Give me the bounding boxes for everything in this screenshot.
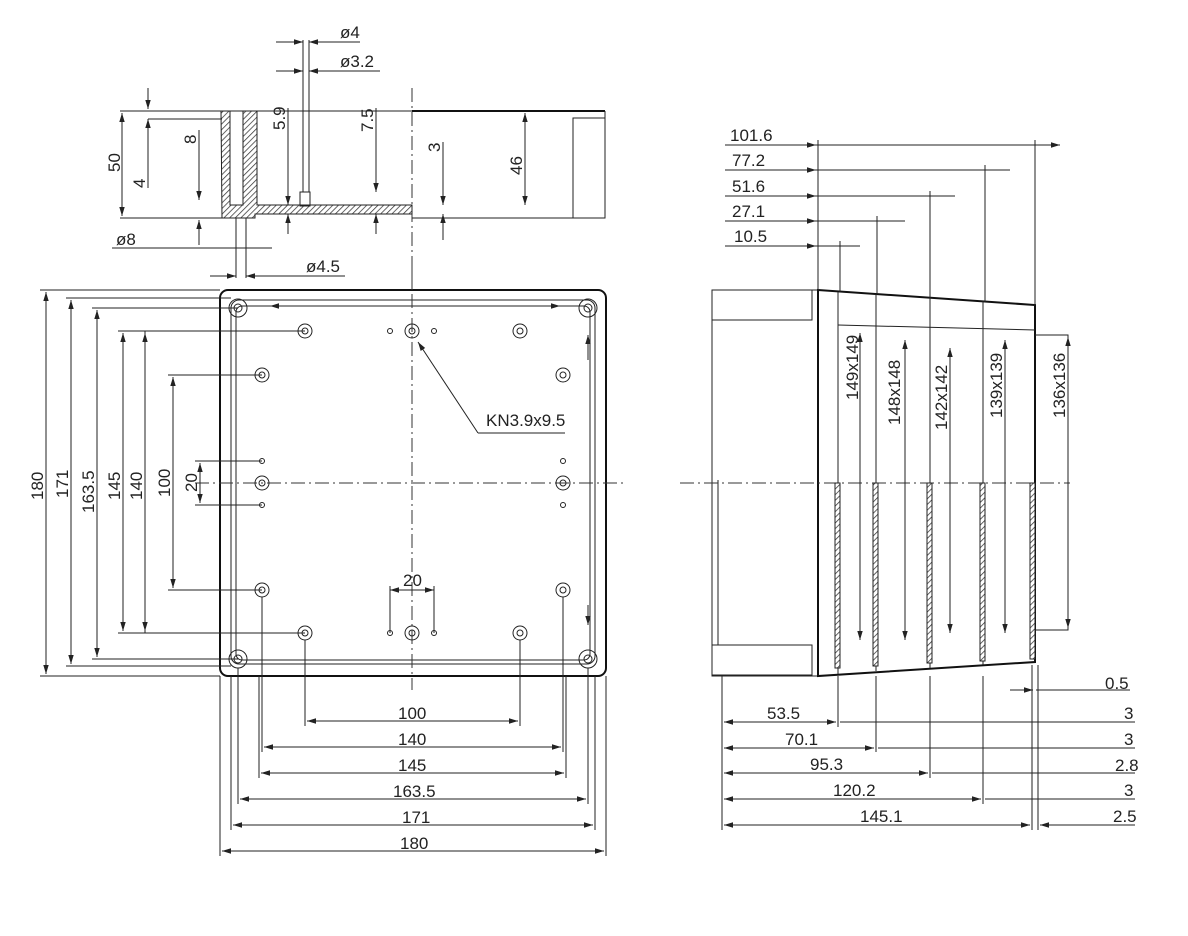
- wall-3-c: 3: [1124, 781, 1133, 800]
- dim-bore-depth: 8: [181, 135, 200, 144]
- dim-145-1: 145.1: [860, 807, 903, 826]
- dim-100-h: 100: [398, 704, 426, 723]
- size-149: 149x149: [843, 335, 862, 400]
- dim-140-v: 140: [127, 472, 146, 500]
- vertical-dims: 180 171 163.5 145 140 100 20: [28, 289, 305, 677]
- dim-163-5-v: 163.5: [79, 470, 98, 513]
- horizontal-dims: 100 140 145 163.5 171 180: [219, 597, 607, 856]
- dim-lid-step: 4: [130, 179, 149, 188]
- dim-counterbore: ø8: [116, 230, 136, 249]
- inner-size-dims: 149x149 148x148 142x142 139x139 136x136: [843, 333, 1071, 640]
- size-136: 136x136: [1050, 353, 1069, 418]
- dim-27-1: 27.1: [732, 202, 765, 221]
- dim-180-h: 180: [400, 834, 428, 853]
- dim-0-5: 0.5: [1105, 674, 1129, 693]
- side-view: 101.6 77.2 51.6 27.1 10.5 149x149 148x14…: [680, 126, 1139, 830]
- section-view: 50 4 8 ø8 ø4.5 ø4 ø3.2 5.9 7.5 3 46: [105, 23, 606, 290]
- dim-140-h: 140: [398, 730, 426, 749]
- dim-171-v: 171: [53, 470, 72, 498]
- dim-53-5: 53.5: [767, 704, 800, 723]
- dim-163-5-h: 163.5: [393, 782, 436, 801]
- dim-100-v: 100: [155, 469, 174, 497]
- dim-51-6: 51.6: [732, 177, 765, 196]
- dim-10-5: 10.5: [734, 227, 767, 246]
- dim-pin-outer: ø4: [340, 23, 360, 42]
- wall-2-5: 2.5: [1113, 807, 1137, 826]
- dim-hole: ø4.5: [306, 257, 340, 276]
- dim-171-h: 171: [402, 808, 430, 827]
- front-view: KN3.9x9.5 20 180 171 163.5 145 140 100: [28, 270, 625, 856]
- dim-77-2: 77.2: [732, 151, 765, 170]
- depth-dims: 101.6 77.2 51.6 27.1 10.5: [725, 126, 1060, 305]
- dim-20-v: 20: [182, 473, 201, 492]
- dim-95-3: 95.3: [810, 755, 843, 774]
- dim-pin-inner: ø3.2: [340, 52, 374, 71]
- size-139: 139x139: [987, 353, 1006, 418]
- offset-dims: 53.5 70.1 95.3 120.2 145.1 0.5 3 3 2.8 3…: [721, 665, 1139, 830]
- dim-floor: 3: [425, 143, 444, 152]
- dim-101-6: 101.6: [730, 126, 773, 145]
- dim-inner-depth: 46: [507, 156, 526, 175]
- dim-center-spacing: 20: [403, 571, 422, 590]
- dim-145-v: 145: [105, 472, 124, 500]
- wall-2-8: 2.8: [1115, 756, 1139, 775]
- screw-callout: KN3.9x9.5: [486, 411, 565, 430]
- dim-pin-depth: 5.9: [270, 106, 289, 130]
- dim-120-2: 120.2: [833, 781, 876, 800]
- size-142: 142x142: [932, 365, 951, 430]
- size-148: 148x148: [885, 360, 904, 425]
- dim-145-h: 145: [398, 756, 426, 775]
- dim-70-1: 70.1: [785, 730, 818, 749]
- wall-3-a: 3: [1124, 704, 1133, 723]
- wall-3-b: 3: [1124, 730, 1133, 749]
- dim-boss-height: 7.5: [358, 108, 377, 132]
- dim-180-v: 180: [28, 472, 47, 500]
- dim-total-height: 50: [105, 153, 124, 172]
